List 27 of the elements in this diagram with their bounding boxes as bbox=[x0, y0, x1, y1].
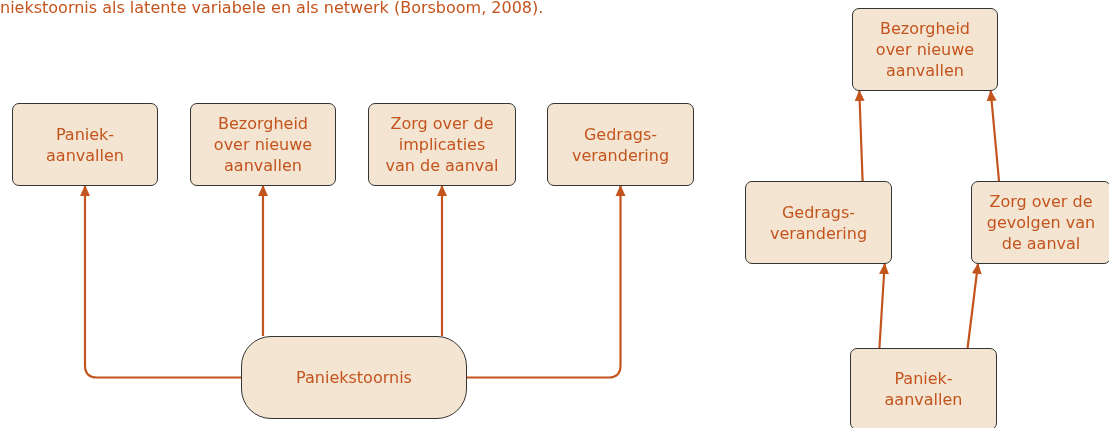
concept-box bbox=[971, 181, 1109, 264]
arrow bbox=[437, 185, 447, 336]
box-label: Bezorgheid over nieuwe aanvallen bbox=[874, 18, 976, 81]
concept-box bbox=[12, 103, 158, 186]
arrow bbox=[258, 185, 268, 336]
box-label: Zorg over de implicaties van de aanval bbox=[384, 113, 500, 176]
arrow bbox=[986, 90, 1001, 182]
concept-box bbox=[190, 103, 336, 186]
box-label: Bezorgheid over nieuwe aanvallen bbox=[212, 113, 314, 176]
concept-box bbox=[368, 103, 516, 186]
box-label: Gedrags- verandering bbox=[768, 201, 869, 244]
concept-box bbox=[547, 103, 694, 186]
concept-box bbox=[852, 8, 998, 91]
box-label: Paniek- aanvallen bbox=[45, 123, 125, 166]
box-label: Zorg over de gevolgen van de aanval bbox=[985, 191, 1097, 254]
caption-text: niekstoornis als latente variabele en als netwerk (Borsboom, 2008). bbox=[0, 0, 544, 17]
box-label: Gedrags- verandering bbox=[570, 123, 671, 166]
concept-box bbox=[745, 181, 892, 264]
arrow bbox=[467, 185, 626, 379]
arrow bbox=[80, 185, 241, 379]
arrow bbox=[966, 263, 982, 349]
arrow bbox=[854, 90, 865, 182]
concept-box bbox=[241, 336, 467, 419]
concept-box bbox=[850, 348, 997, 428]
box-label: Paniek- aanvallen bbox=[883, 368, 964, 410]
arrow bbox=[878, 263, 889, 349]
box-label: Paniekstoornis bbox=[295, 367, 413, 388]
